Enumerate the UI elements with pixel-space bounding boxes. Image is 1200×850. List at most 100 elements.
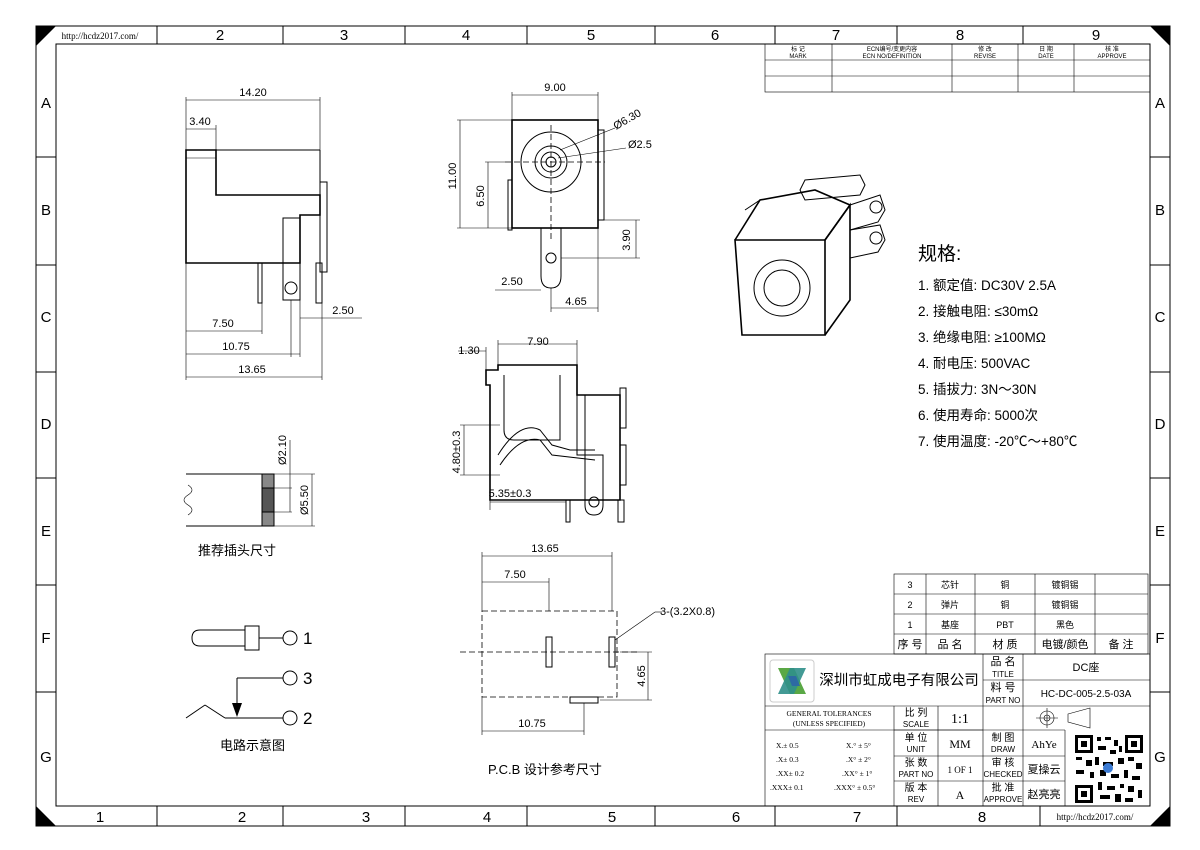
side-view: 14.20 3.40 2.50 7.50 10.75 13.65 xyxy=(185,87,362,380)
rev-header: ECN编号/变更内容 xyxy=(867,45,917,53)
rev-header: 日 期 xyxy=(1039,45,1053,53)
pcb-layout-view: 13.65 7.50 3-(3.2X0.8) 4.65 10.75 P.C.B … xyxy=(460,543,715,777)
rev-value: A xyxy=(956,788,965,802)
row-label: E xyxy=(1155,523,1165,540)
col-label: 5 xyxy=(608,809,616,826)
checked-label: CHECKED xyxy=(983,770,1022,779)
bom-cell: 弹片 xyxy=(941,599,959,610)
col-label: 2 xyxy=(216,27,224,44)
dim-label: 1.30 xyxy=(458,345,479,357)
scale-label: 比 列 xyxy=(905,706,928,719)
rev-header: MARK xyxy=(789,54,806,60)
section-view: 1.30 7.90 4.80±0.3 5.35±0.3 xyxy=(451,336,627,523)
col-label: 3 xyxy=(362,809,370,826)
approve-label: 批 准 xyxy=(992,781,1015,794)
title-label: 品 名 xyxy=(990,654,1015,668)
row-label: G xyxy=(40,749,52,766)
dim-label: 4.65 xyxy=(636,665,648,686)
bom-cell: PBT xyxy=(996,620,1014,630)
url-label-top: http://hcdz2017.com/ xyxy=(62,31,139,41)
spec-item: 2. 接触电阻: ≤30mΩ xyxy=(918,303,1038,319)
plug-caption: 推荐插头尺寸 xyxy=(198,543,276,558)
dim-label: 10.75 xyxy=(222,341,250,353)
col-label: 6 xyxy=(711,27,719,44)
revision-table: 标 记 MARK ECN编号/变更内容 ECN NO/DEFINITION 修 … xyxy=(764,43,1151,93)
pcb-caption: P.C.B 设计参考尺寸 xyxy=(488,762,602,777)
qr-code-icon xyxy=(1074,734,1144,804)
dim-label: 13.65 xyxy=(238,364,266,376)
plug-dimension-view: Ø2.10 Ø5.50 推荐插头尺寸 xyxy=(183,435,315,558)
dim-label: Ø6.30 xyxy=(612,107,644,132)
scale-label: SCALE xyxy=(903,720,929,729)
rev-header: 核 准 xyxy=(1105,45,1119,53)
dim-label: 7.50 xyxy=(212,318,233,330)
front-view: 9.00 Ø6.30 Ø2.5 11.00 6.50 3.90 2.50 4.6… xyxy=(447,82,652,312)
row-label: G xyxy=(1154,749,1166,766)
row-label: D xyxy=(1155,416,1166,433)
dim-label: Ø2.10 xyxy=(277,435,289,465)
bom-cell: 镀铜锡 xyxy=(1051,579,1078,590)
dim-label: Ø2.5 xyxy=(628,139,652,151)
dim-label: 10.75 xyxy=(518,718,546,730)
bom-cell: 2 xyxy=(907,600,912,610)
unit-label: UNIT xyxy=(907,745,926,754)
isometric-view xyxy=(734,174,886,336)
sheet-label: PART NO xyxy=(899,770,934,779)
checked-value: 夏操云 xyxy=(1028,762,1061,776)
scale-value: 1:1 xyxy=(951,712,969,727)
row-label: B xyxy=(41,202,51,219)
circuit-caption: 电路示意图 xyxy=(220,738,285,753)
col-label: 2 xyxy=(238,809,246,826)
bom-table: 3 芯针 铜 镀铜锡 2 弹片 铜 镀铜锡 1 基座 PBT 黑色 序 号 品 … xyxy=(893,573,1149,655)
dim-label: 14.20 xyxy=(239,87,267,99)
drawing-frame: http://hcdz2017.com/ http://hcdz2017.com… xyxy=(35,25,1171,827)
row-label: D xyxy=(41,416,52,433)
bom-cell: 镀铜锡 xyxy=(1051,599,1078,610)
tolerance-value: X.° ± 5° xyxy=(846,741,871,750)
rev-header: APPROVE xyxy=(1097,54,1126,60)
approve-label: APPROVE xyxy=(984,795,1023,804)
tolerance-value: .XXX° ± 0.5° xyxy=(834,783,875,792)
tolerance-title: (UNLESS SPECIFIED) xyxy=(793,719,866,728)
specifications: 规格: 1. 额定值: DC30V 2.5A 2. 接触电阻: ≤30mΩ 3.… xyxy=(918,243,1077,449)
approve-value: 赵亮亮 xyxy=(1028,787,1061,801)
title-value: DC座 xyxy=(1073,660,1100,674)
pin-label: 1 xyxy=(303,629,312,648)
bom-header: 备 注 xyxy=(1108,637,1133,651)
checked-label: 审 核 xyxy=(992,756,1015,769)
dim-label: 5.35±0.3 xyxy=(489,488,532,500)
title-label: TITLE xyxy=(992,670,1014,679)
tolerance-value: .XX° ± 1° xyxy=(842,769,872,778)
bom-cell: 基座 xyxy=(941,619,959,630)
col-label: 5 xyxy=(587,27,595,44)
dim-label: 2.50 xyxy=(501,276,522,288)
specs-title: 规格: xyxy=(918,243,961,265)
bom-header: 电镀/颜色 xyxy=(1041,637,1088,651)
dim-label: 2.50 xyxy=(332,305,353,317)
dim-label: 3-(3.2X0.8) xyxy=(660,606,715,618)
draw-label: DRAW xyxy=(991,745,1016,754)
pin-label: 3 xyxy=(303,669,312,688)
url-label-bottom: http://hcdz2017.com/ xyxy=(1057,812,1134,822)
col-label: 1 xyxy=(96,809,104,826)
rev-header: ECN NO/DEFINITION xyxy=(862,54,921,60)
unit-label: 单 位 xyxy=(905,731,928,744)
bom-header: 品 名 xyxy=(937,637,962,651)
col-label: 6 xyxy=(732,809,740,826)
row-label: A xyxy=(1155,95,1165,112)
dim-label: 3.40 xyxy=(189,116,210,128)
bom-cell: 1 xyxy=(907,620,912,630)
dim-label: 7.90 xyxy=(527,336,548,348)
col-label: 7 xyxy=(853,809,861,826)
col-label: 9 xyxy=(1092,27,1100,44)
bom-cell: 铜 xyxy=(1000,599,1009,610)
dim-label: 4.80±0.3 xyxy=(451,431,463,474)
tolerance-value: .X± 0.3 xyxy=(776,755,799,764)
spec-item: 6. 使用寿命: 5000次 xyxy=(918,407,1038,423)
col-label: 7 xyxy=(832,27,840,44)
dim-label: 7.50 xyxy=(504,569,525,581)
rev-header: 修 改 xyxy=(978,45,992,53)
bom-cell: 黑色 xyxy=(1056,619,1074,630)
row-label: C xyxy=(41,309,52,326)
